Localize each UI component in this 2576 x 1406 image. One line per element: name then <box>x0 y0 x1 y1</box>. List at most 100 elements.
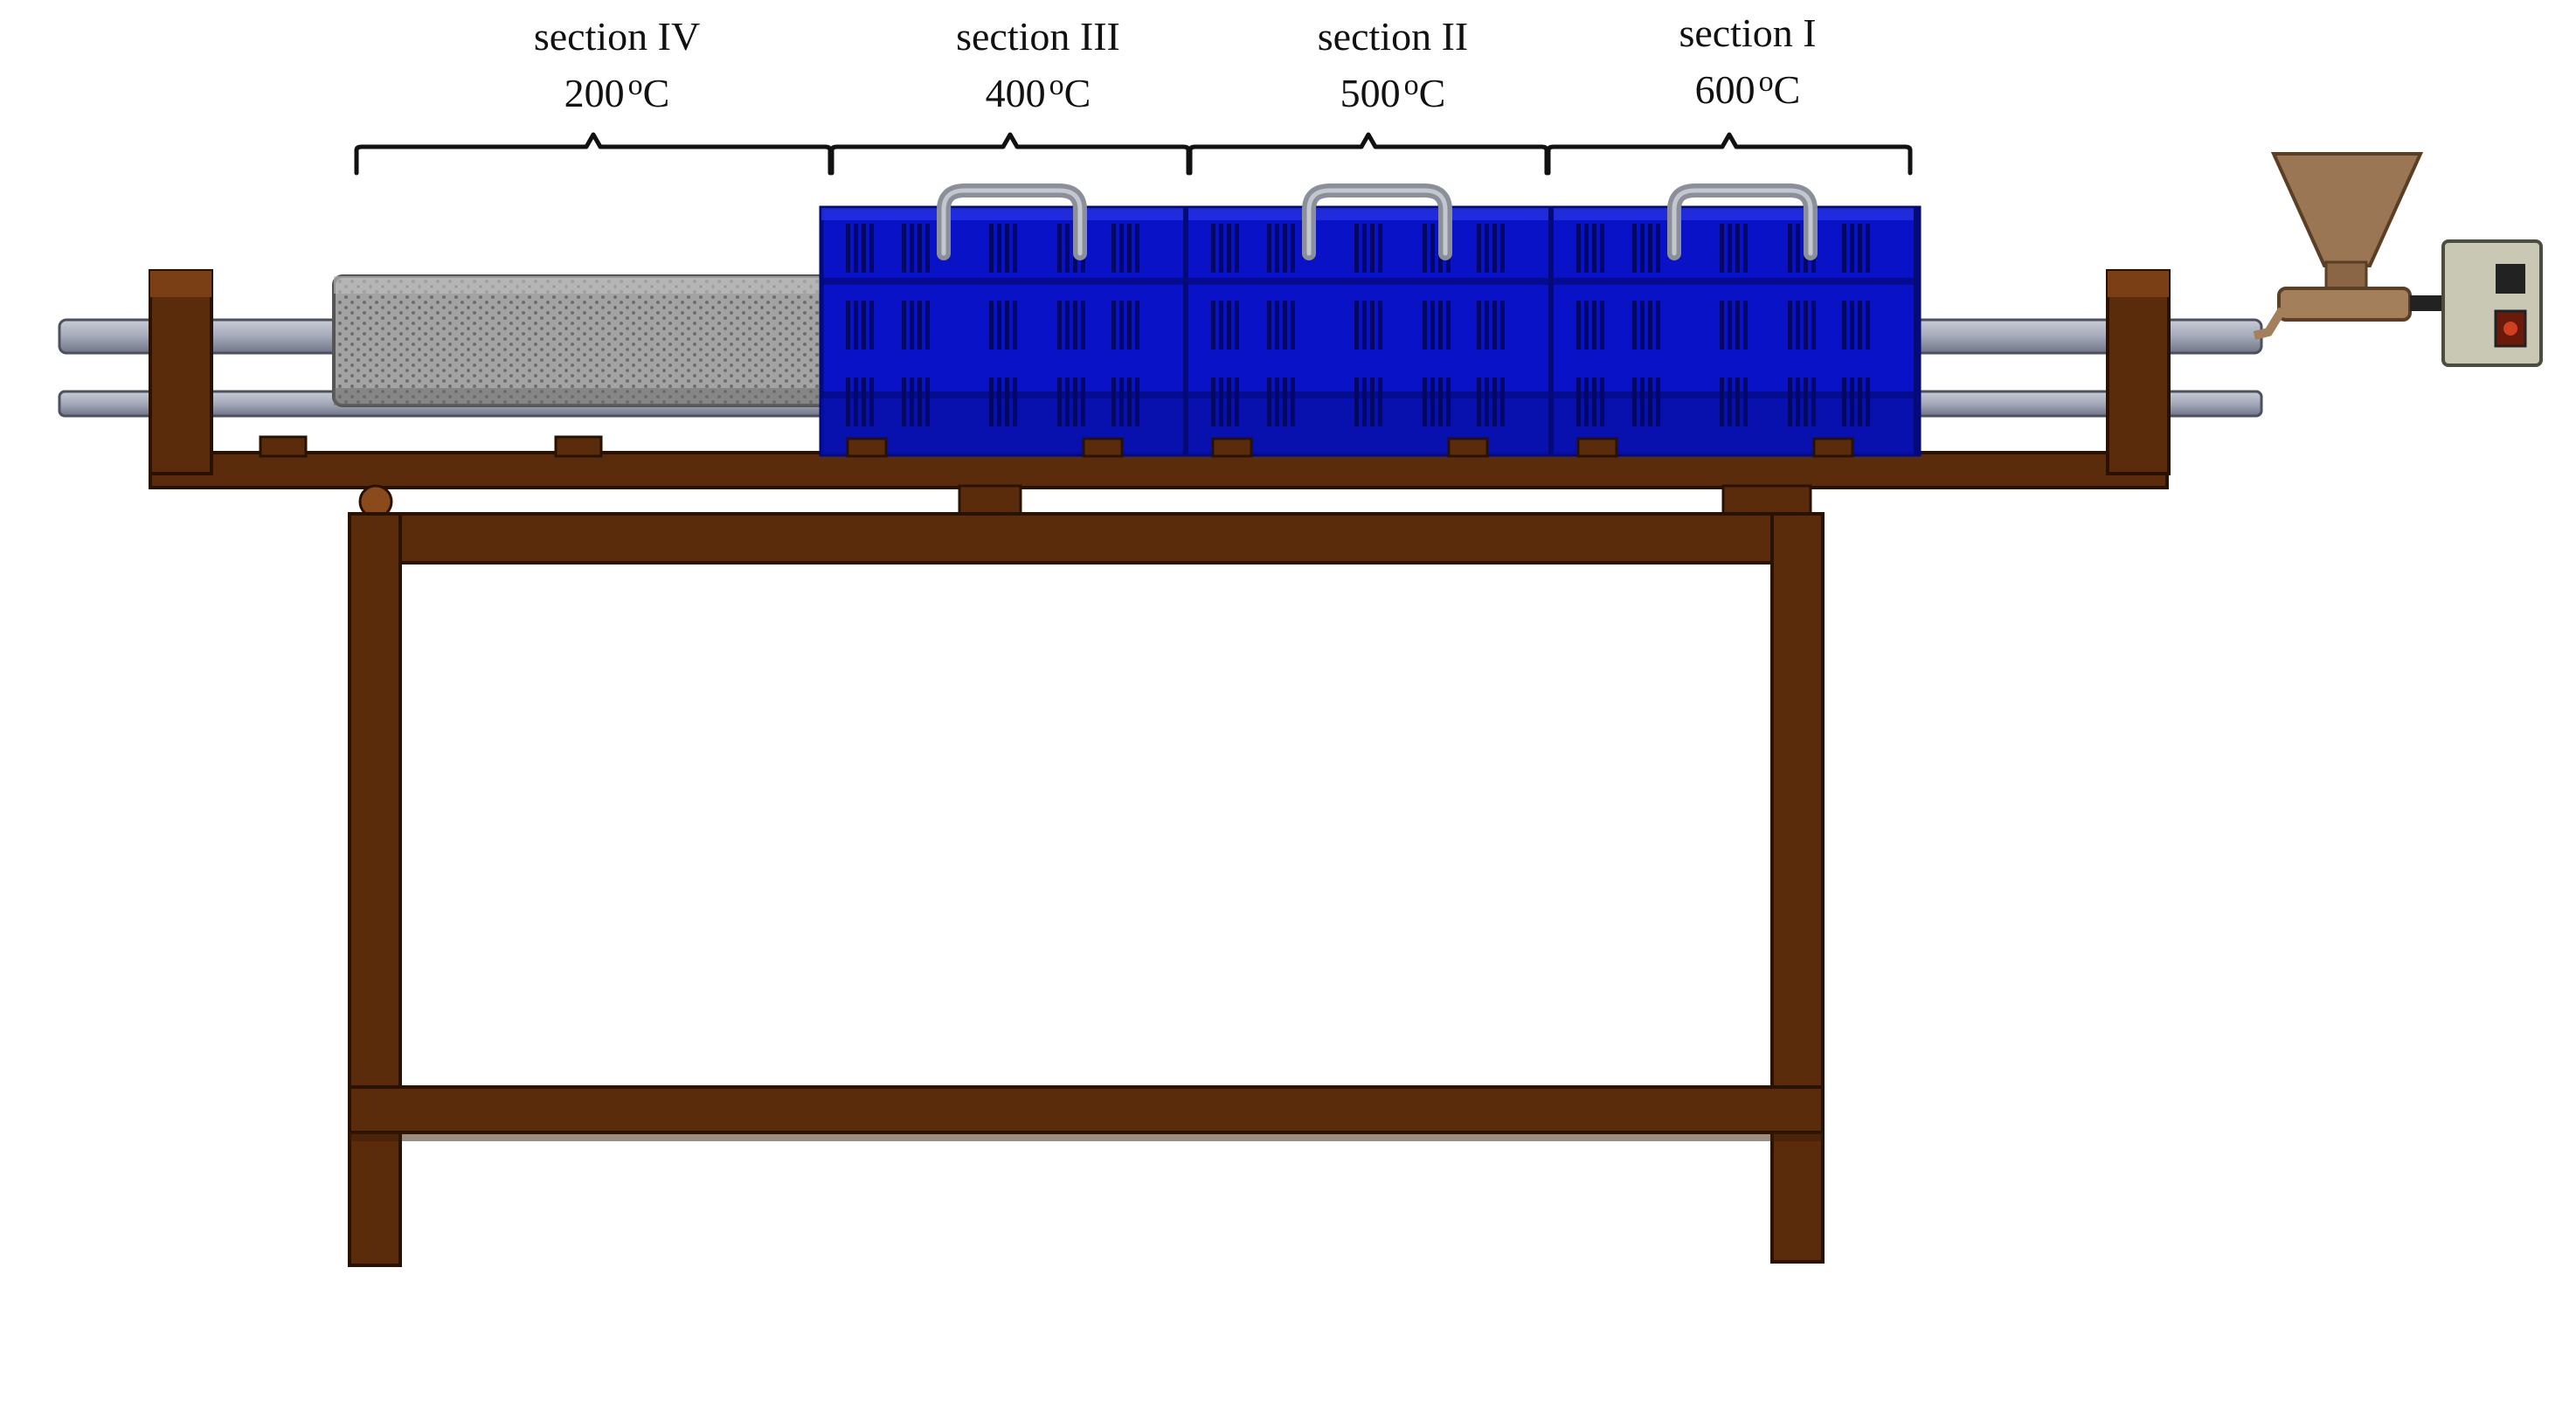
furnace-vent-slot <box>1796 377 1800 426</box>
table-top-beam <box>348 512 1825 564</box>
furnace-vent-slot <box>1788 224 1792 273</box>
furnace-vent-slot <box>854 301 858 350</box>
furnace-vent-slot <box>1720 377 1724 426</box>
furnace-vent-slot <box>1370 301 1375 350</box>
furnace-vent-slot <box>1492 301 1497 350</box>
furnace-module-divider <box>1548 208 1554 454</box>
furnace-vent-slot <box>997 377 1001 426</box>
furnace-vent-slot <box>1111 301 1116 350</box>
furnace-vent-slot <box>1354 377 1359 426</box>
furnace-vent-slot <box>1600 224 1604 273</box>
furnace-vent-slot <box>1275 224 1279 273</box>
furnace-vent-slot <box>1788 377 1792 426</box>
furnace-vent-slot <box>1743 301 1748 350</box>
furnace-vent-slot <box>1283 301 1287 350</box>
section-i-name: section I <box>1679 10 1817 55</box>
furnace-vent-slot <box>910 301 914 350</box>
furnace-vent-slot <box>925 377 930 426</box>
furnace-vent-slot <box>1057 301 1062 350</box>
furnace-vent-slot <box>1584 301 1589 350</box>
section-bracket <box>1546 132 1913 176</box>
furnace-vent-slot <box>862 377 866 426</box>
mesh-tube <box>332 274 834 407</box>
control-indicator <box>2503 322 2517 336</box>
furnace-vent-slot <box>1111 377 1116 426</box>
furnace-vent-slot <box>1492 377 1497 426</box>
furnace-vent-slot <box>1065 224 1070 273</box>
furnace-vent-slot <box>1576 224 1581 273</box>
furnace-vent-slot <box>1378 301 1382 350</box>
furnace-vent-slot <box>1743 224 1748 273</box>
furnace-vent-slot <box>1640 301 1645 350</box>
furnace-vent-slot <box>918 377 922 426</box>
furnace-vent-slot <box>1267 377 1271 426</box>
furnace-vent-slot <box>1057 377 1062 426</box>
furnace-vent-slot <box>1430 301 1435 350</box>
furnace-vent-slot <box>1362 301 1367 350</box>
furnace-handle-highlight <box>941 188 1083 256</box>
furnace-module-divider <box>1914 208 1919 454</box>
furnace-vent-slot <box>1735 377 1740 426</box>
table-lower-beam <box>348 1085 1825 1134</box>
furnace-vent-slot <box>1013 301 1017 350</box>
furnace-vent-slot <box>1728 377 1732 426</box>
furnace-vent-slot <box>1119 301 1124 350</box>
furnace-vent-slot <box>1592 224 1596 273</box>
furnace-vent-slot <box>1656 224 1660 273</box>
furnace-vent-slot <box>1057 224 1062 273</box>
furnace-vent-slot <box>1500 301 1505 350</box>
furnace-vent-slot <box>1720 301 1724 350</box>
furnace-vent-slot <box>1842 301 1846 350</box>
furnace-vent-slot <box>1656 377 1660 426</box>
furnace-vent-slot <box>1283 377 1287 426</box>
furnace-vent-slot <box>1227 301 1231 350</box>
furnace-vent-slot <box>925 301 930 350</box>
furnace-vent-slot <box>1235 301 1239 350</box>
furnace-vent-slot <box>1640 377 1645 426</box>
furnace-vent-slot <box>1477 224 1481 273</box>
furnace-vent-slot <box>1485 301 1489 350</box>
furnace-vent-slot <box>1235 224 1239 273</box>
furnace-vent-slot <box>918 301 922 350</box>
furnace-vent-slot <box>1485 377 1489 426</box>
motor-coupling <box>2410 295 2441 311</box>
control-switch <box>2494 309 2527 348</box>
section-iii-name: section III <box>956 14 1120 59</box>
furnace-vent-slot <box>1858 224 1862 273</box>
furnace-vent-slot <box>1354 301 1359 350</box>
furnace-vent-slot <box>1423 301 1427 350</box>
furnace-vent-slot <box>846 377 850 426</box>
furnace-vent-slot <box>1592 377 1596 426</box>
table-right-leg <box>1770 512 1825 1264</box>
furnace-handle-highlight <box>1672 188 1813 256</box>
furnace-vent-slot <box>862 224 866 273</box>
right-end-post <box>2106 269 2171 475</box>
furnace-vent-slot <box>854 224 858 273</box>
furnace-vent-slot <box>1648 301 1652 350</box>
furnace-vent-slot <box>1446 301 1451 350</box>
furnace-vent-slot <box>1632 224 1637 273</box>
section-brackets <box>354 132 1913 176</box>
furnace-foot <box>1082 437 1124 458</box>
furnace-vent-slot <box>1119 377 1124 426</box>
furnace-vent-slot <box>910 377 914 426</box>
furnace-vent-slot <box>989 224 994 273</box>
furnace-vent-slot <box>1013 224 1017 273</box>
furnace-vent-slot <box>1576 301 1581 350</box>
furnace-vent-slot <box>1796 301 1800 350</box>
furnace-vent-slot <box>1477 377 1481 426</box>
furnace-vent-slot <box>1065 377 1070 426</box>
furnace-vent-slot <box>1013 377 1017 426</box>
furnace-vent-slot <box>1267 301 1271 350</box>
furnace-foot <box>1447 437 1489 458</box>
furnace-vent-slot <box>1735 224 1740 273</box>
furnace-vent-slot <box>902 224 906 273</box>
section-bracket <box>1188 132 1549 176</box>
furnace-vent-slot <box>1500 377 1505 426</box>
furnace-vent-slot <box>1430 377 1435 426</box>
